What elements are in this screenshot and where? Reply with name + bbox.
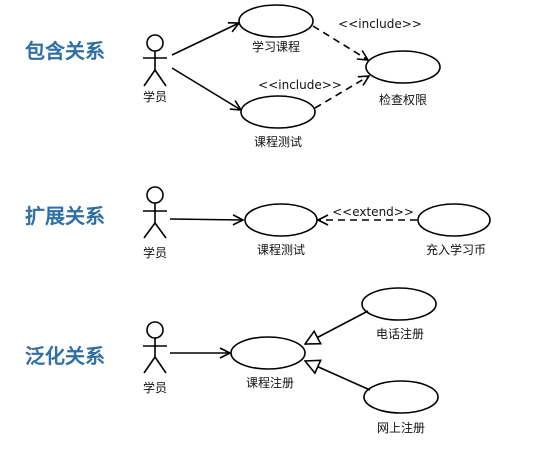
generalization-arrow-phone [305, 310, 369, 344]
usecase-course-test-2-label: 课程测试 [257, 242, 305, 257]
extend-actor-label: 学员 [143, 245, 167, 260]
usecase-phone-register [361, 287, 437, 321]
usecase-online-register [363, 380, 439, 414]
extend-section-title: 扩展关系 [25, 204, 105, 228]
usecase-check-permission-label: 检查权限 [379, 92, 427, 107]
generalization-actor-student [143, 321, 167, 374]
usecase-check-permission [365, 50, 441, 84]
association-arrow-test-2 [169, 219, 243, 220]
usecase-course-register [230, 336, 306, 370]
usecase-top-up-coins [417, 203, 491, 237]
include-arrow-bottom [314, 76, 369, 109]
extend-stereotype: <<extend>> [332, 205, 414, 219]
include-section-title: 包含关系 [25, 39, 105, 63]
generalization-arrow-online [305, 361, 371, 391]
usecase-study-course-label: 学习课程 [252, 39, 300, 54]
usecase-top-up-coins-label: 充入学习币 [426, 242, 486, 257]
extend-section: 扩展关系 学员 课程测试 充入学习币 <<extend>> [25, 186, 491, 260]
association-arrow-test [171, 67, 241, 110]
generalization-section: 泛化关系 学员 课程注册 电话注册 网上注册 [25, 287, 439, 435]
extend-actor-student [143, 186, 167, 239]
include-actor-label: 学员 [143, 89, 167, 104]
usecase-online-register-label: 网上注册 [377, 420, 425, 435]
association-arrow-study [171, 23, 239, 56]
include-stereotype-bottom: <<include>> [258, 78, 342, 92]
include-actor-student [143, 34, 167, 87]
usecase-course-register-label: 课程注册 [246, 375, 294, 390]
usecase-study-course [238, 4, 314, 38]
include-stereotype-top: <<include>> [338, 17, 422, 31]
include-section: 包含关系 学员 学习课程 课程测试 检查权限 <<include>> <<inc… [25, 4, 441, 149]
usecase-phone-register-label: 电话注册 [376, 326, 424, 341]
usecase-course-test-2 [244, 203, 318, 237]
include-arrow-top [312, 25, 368, 60]
generalization-section-title: 泛化关系 [25, 344, 105, 368]
usecase-course-test [240, 95, 316, 129]
usecase-course-test-label: 课程测试 [254, 134, 302, 149]
generalization-actor-label: 学员 [143, 380, 167, 395]
